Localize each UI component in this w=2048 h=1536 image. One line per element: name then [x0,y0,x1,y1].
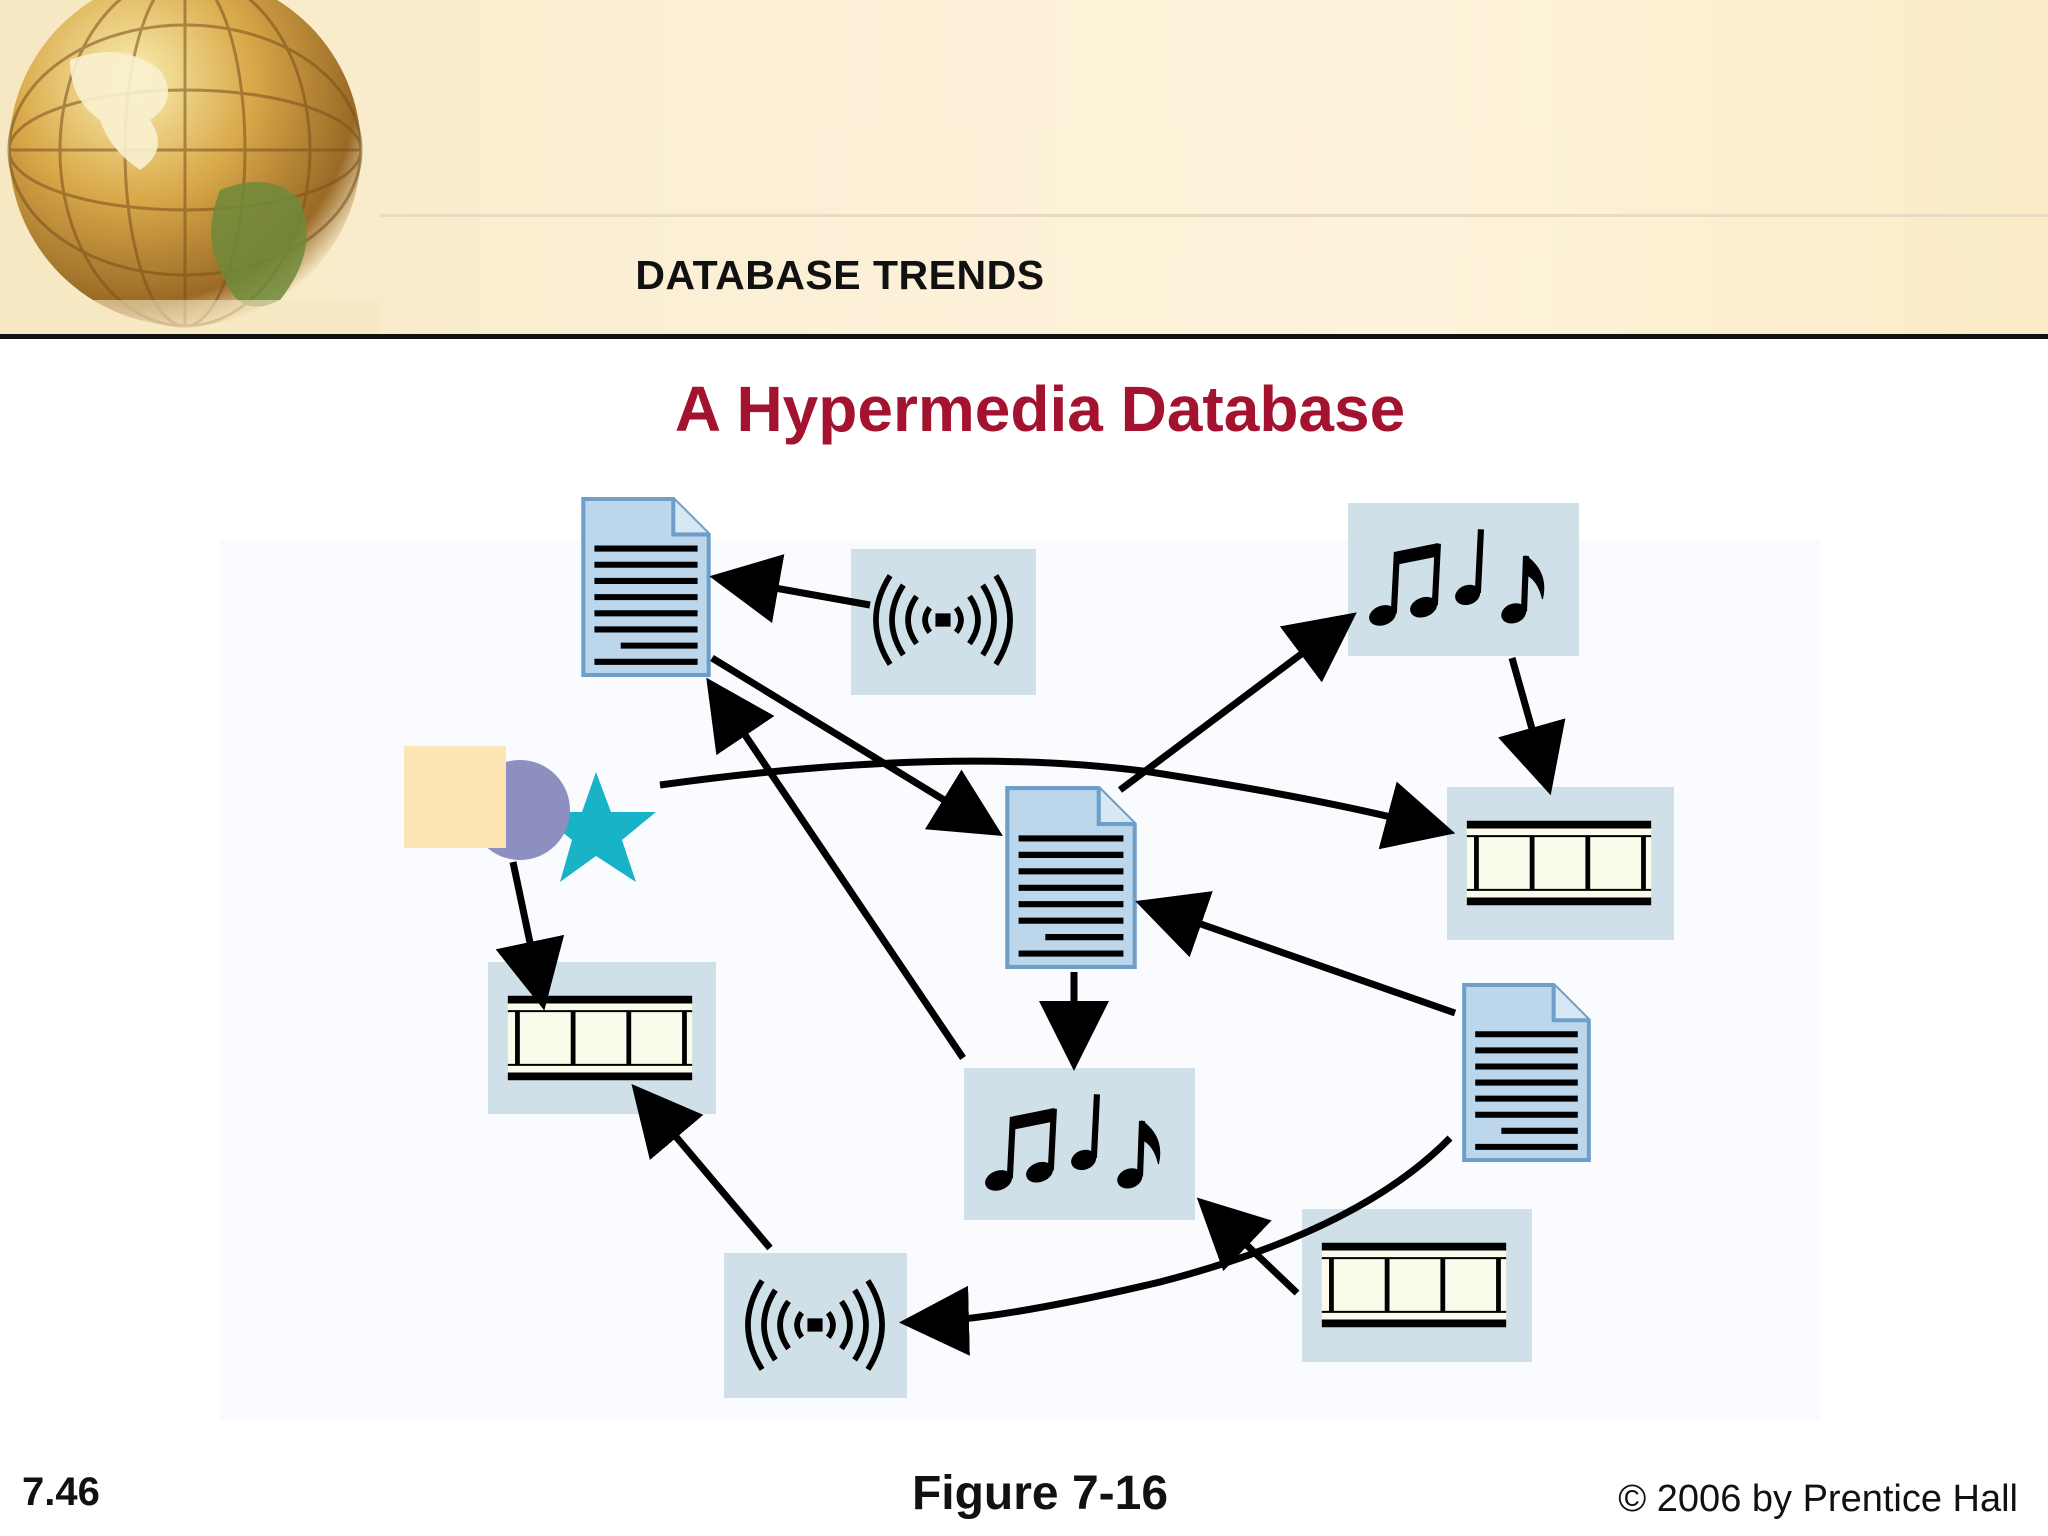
node-doc-right [1464,985,1589,1160]
arrow-sound-to-video-left [631,1083,773,1251]
globe-icon [0,0,380,334]
node-shapes [404,746,656,882]
arrow-shapes-to-video-left [495,861,565,1011]
section-title: DATABASE TRENDS [635,252,1045,298]
arrow-sound-to-doc [709,554,871,624]
link-arrows [495,554,1566,1356]
slide-title: A Hypermedia Database [674,373,1406,445]
node-doc-center [1007,788,1134,967]
node-music-bottom [964,1068,1195,1220]
header-divider [0,334,2048,339]
node-sound-bottom [724,1253,907,1398]
arrow-shapes-to-video-right [659,757,1456,850]
arrow-music-to-doc-top [706,677,966,1060]
arrow-doc-right-to-sound [899,1135,1453,1356]
copyright-text: © 2006 by Prentice Hall [1618,1478,2018,1520]
node-doc-top [583,499,708,675]
slide-number: 7.46 [22,1470,100,1514]
slide-header: DATABASE TRENDS [0,0,2048,336]
node-music-top [1348,503,1579,656]
figure-label: Figure 7-16 [911,1467,1169,1520]
node-sound-top [851,549,1036,695]
arrow-doc-right-to-doc-center [1135,891,1457,1017]
arrow-music-to-video [1498,657,1566,796]
header-thin-rule [380,214,2048,217]
node-video-bottom [1302,1209,1532,1362]
arrow-doc-center-to-music [1117,612,1357,793]
node-video-left [488,962,716,1114]
node-video-right [1447,787,1674,940]
